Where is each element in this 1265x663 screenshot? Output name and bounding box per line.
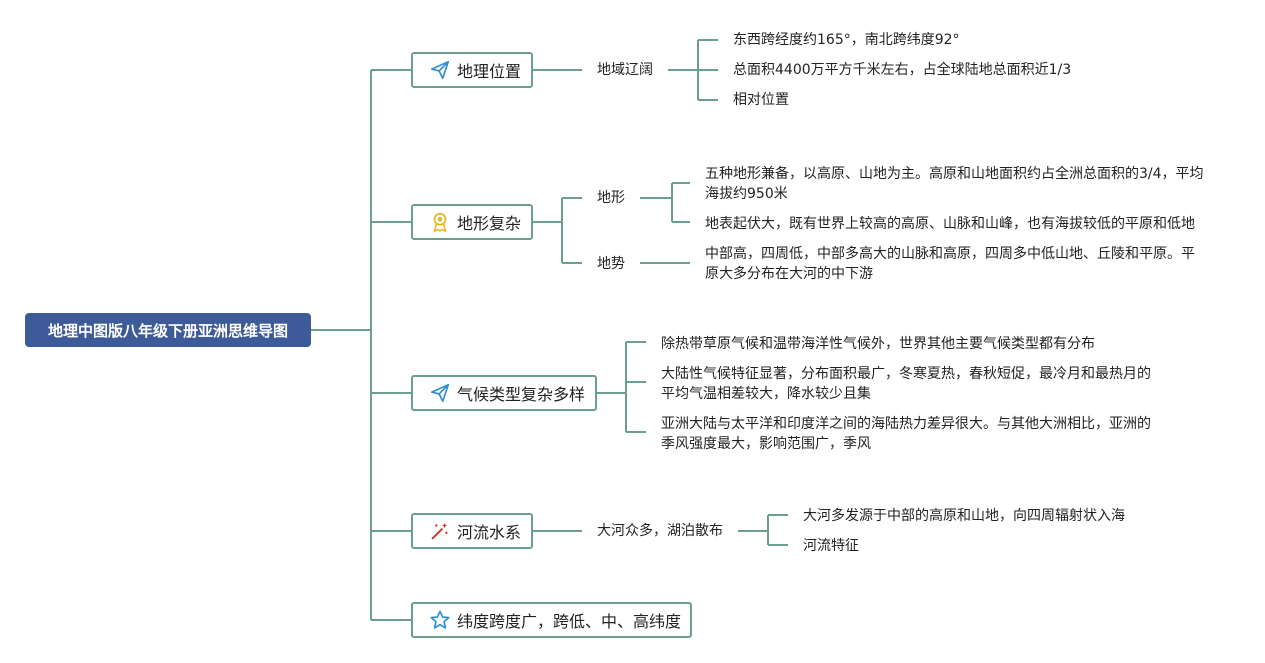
leaf-item[interactable]: 五种地形兼备，以高原、山地为主。高原和山地面积约占全洲总面积的3/4，平均海拔约… bbox=[705, 166, 1204, 202]
leaf-item[interactable]: 相对位置 bbox=[733, 92, 789, 108]
magic-wand-icon bbox=[429, 520, 451, 542]
branch-label: 气候类型复杂多样 bbox=[457, 385, 586, 404]
branch-label: 地形复杂 bbox=[457, 214, 522, 233]
branch-latitude-span[interactable]: 纬度跨度广，跨低、中、高纬度 bbox=[411, 602, 692, 638]
subtopic-landform[interactable]: 地形 bbox=[597, 190, 625, 206]
leaf-item[interactable]: 河流特征 bbox=[803, 538, 859, 554]
branch-label: 纬度跨度广，跨低、中、高纬度 bbox=[457, 612, 682, 631]
leaf-item[interactable]: 大河多发源于中部的高原和山地，向四周辐射状入海 bbox=[803, 508, 1125, 524]
leaf-item[interactable]: 亚洲大陆与太平洋和印度洋之间的海陆热力差异很大。与其他大洲相比，亚洲的季风强度最… bbox=[661, 416, 1151, 452]
subtopic-many-rivers[interactable]: 大河众多，湖泊散布 bbox=[597, 523, 723, 539]
branch-label: 地理位置 bbox=[457, 62, 522, 81]
leaf-item[interactable]: 中部高，四周低，中部多高大的山脉和高原，四周多中低山地、丘陵和平原。平原大多分布… bbox=[705, 246, 1195, 282]
leaf-item[interactable]: 地表起伏大，既有世界上较高的高原、山脉和山峰，也有海拔较低的平原和低地 bbox=[705, 216, 1195, 232]
star-icon bbox=[429, 609, 451, 631]
subtopic-vast-territory[interactable]: 地域辽阔 bbox=[597, 62, 653, 78]
subtopic-relief[interactable]: 地势 bbox=[597, 256, 625, 272]
paper-plane-icon bbox=[429, 382, 451, 404]
award-icon bbox=[429, 211, 451, 233]
root-node[interactable]: 地理中图版八年级下册亚洲思维导图 bbox=[25, 313, 311, 347]
branch-geographic-location[interactable]: 地理位置 bbox=[411, 52, 533, 88]
branch-diverse-climate[interactable]: 气候类型复杂多样 bbox=[411, 375, 597, 411]
branch-label: 河流水系 bbox=[457, 523, 522, 542]
branch-complex-terrain[interactable]: 地形复杂 bbox=[411, 204, 533, 240]
leaf-item[interactable]: 大陆性气候特征显著，分布面积最广，冬寒夏热，春秋短促，最冷月和最热月的平均气温相… bbox=[661, 366, 1151, 402]
leaf-item[interactable]: 东西跨经度约165°，南北跨纬度92° bbox=[733, 32, 960, 48]
paper-plane-icon bbox=[429, 59, 451, 81]
leaf-item[interactable]: 总面积4400万平方千米左右，占全球陆地总面积近1/3 bbox=[733, 62, 1072, 78]
leaf-item[interactable]: 除热带草原气候和温带海洋性气候外，世界其他主要气候类型都有分布 bbox=[661, 336, 1095, 352]
branch-rivers[interactable]: 河流水系 bbox=[411, 513, 533, 549]
